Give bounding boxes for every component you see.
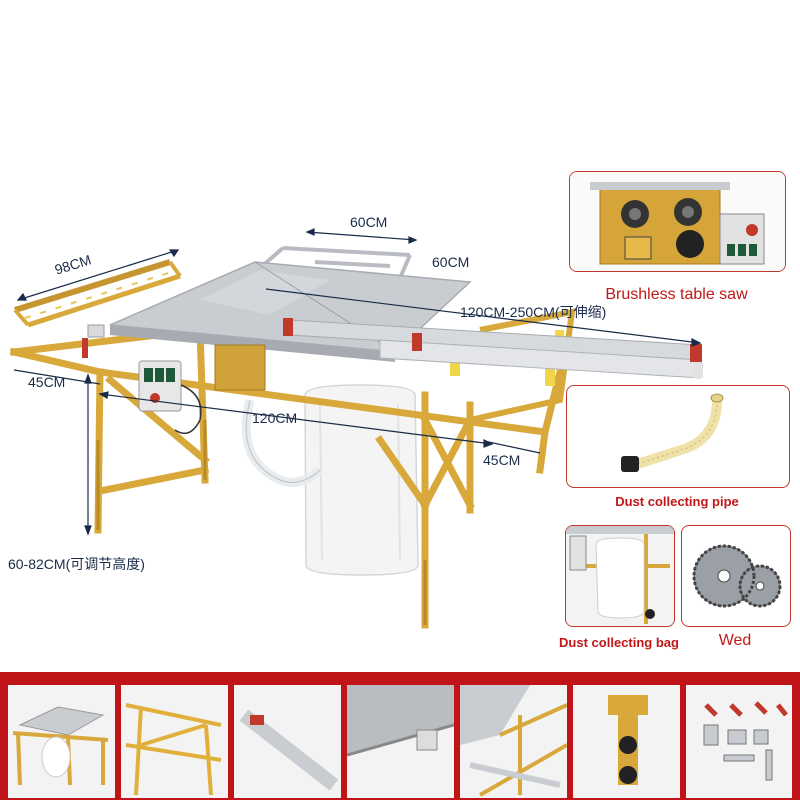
- thumbnail-image: [460, 685, 567, 797]
- thumbnail-image: [125, 703, 222, 796]
- thumbnail-accessory-kit[interactable]: [686, 685, 792, 798]
- callout-dust-bag: [565, 525, 675, 627]
- dim-extension: 120CM-250CM(可伸缩): [460, 304, 607, 320]
- back-extension-frame: [258, 246, 412, 279]
- control-box: [138, 360, 202, 435]
- dim-right-front: 45CM: [483, 452, 521, 468]
- callout-dust-pipe: [566, 385, 790, 488]
- dust-bag: [304, 384, 419, 576]
- thumbnail-table-edge[interactable]: [347, 685, 454, 798]
- thumbnail-extension-frame[interactable]: [460, 685, 567, 798]
- clamps: [82, 318, 422, 358]
- brushless-saw-image: [570, 172, 785, 271]
- dim-height: 60-82CM(可调节高度): [8, 556, 145, 572]
- dimension-lines: [13, 228, 702, 536]
- thumbnail-image: [239, 709, 339, 791]
- sliding-table-saw-illustration: [9, 228, 703, 629]
- caption-saw-blade: Wed: [718, 632, 752, 649]
- caption-dust-bag: Dust collecting bag: [559, 635, 679, 650]
- thumbnail-full-saw-table[interactable]: [8, 685, 115, 798]
- sliding-rail: [289, 319, 703, 379]
- thumbnail-wheel-bracket[interactable]: [573, 685, 680, 798]
- callout-brushless-saw: [569, 171, 786, 272]
- dust-pipe-image: [621, 393, 724, 472]
- thumbnail-image: [12, 706, 109, 786]
- thumbnail-image: [703, 701, 788, 781]
- dim-left-front: 45CM: [28, 374, 66, 390]
- dust-bag-image: [566, 526, 674, 626]
- thumbnail-folding-frame[interactable]: [121, 685, 228, 798]
- thumbnail-image: [608, 695, 648, 785]
- dim-side-depth: 60CM: [432, 254, 470, 270]
- caption-brushless-saw: Brushless table saw: [605, 286, 748, 303]
- dim-top-depth: 60CM: [350, 214, 388, 230]
- caption-dust-pipe: Dust collecting pipe: [615, 494, 739, 509]
- left-extension: [13, 259, 182, 328]
- dim-front-width: 120CM: [252, 410, 298, 426]
- thumbnail-sliding-rail[interactable]: [234, 685, 341, 798]
- thumbnail-image: [347, 685, 454, 757]
- callout-saw-blade: [681, 525, 791, 627]
- motor-housing: [214, 344, 266, 391]
- saw-blades-image: [692, 544, 782, 608]
